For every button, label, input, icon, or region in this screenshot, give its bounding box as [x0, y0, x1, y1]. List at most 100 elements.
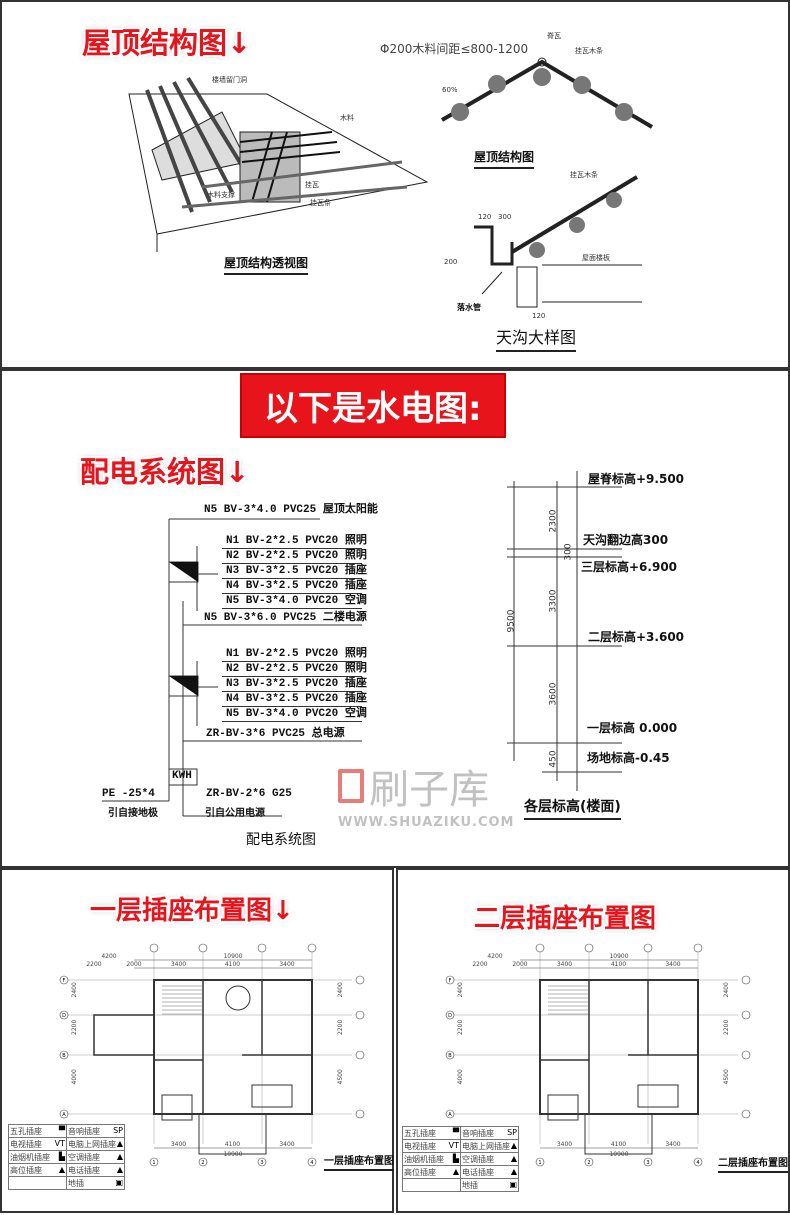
axis-label: 2: [201, 1160, 204, 1166]
axis-bubble: [741, 1050, 751, 1060]
legend-label: 地插: [462, 1180, 478, 1190]
exterior-wall: [153, 979, 313, 1115]
legend-label: 电脑上网插座: [68, 1139, 116, 1149]
axis-label: D: [62, 1013, 66, 1019]
axis-label: B: [448, 1053, 452, 1059]
legend-cell: 空调插座 ▲: [460, 1152, 519, 1166]
circuit-row: N1 BV-2*2.5 PVC20 照明: [222, 647, 367, 662]
sofa: [251, 1084, 293, 1108]
axis-bubble: [741, 975, 751, 985]
dim-label: 3400: [279, 961, 294, 968]
supply-line: ZR-BV-2*6 G25: [206, 788, 292, 800]
dim-300: 300: [563, 543, 574, 561]
axis-bubble: [584, 943, 594, 953]
axis-label: D: [448, 1013, 452, 1019]
dim-label: 2200: [723, 1020, 730, 1035]
legend-label: 高位插座: [10, 1165, 42, 1175]
dim-label: 2000: [126, 961, 141, 968]
axis-bubble: [643, 1157, 653, 1167]
dim-label: 4200: [487, 953, 502, 960]
dim-label: 4100: [611, 1141, 626, 1148]
svg-text:200: 200: [444, 258, 457, 266]
gutter-caption: 天沟大样图: [496, 324, 577, 352]
porch: [584, 1113, 653, 1155]
perspective-caption: 屋顶结构透视图: [224, 254, 309, 275]
legend-label: 五孔插座: [404, 1128, 436, 1138]
legend-label: 高位插座: [404, 1167, 436, 1177]
watermark-text: 刷子库: [369, 767, 490, 813]
legend-label: 电话插座: [68, 1165, 100, 1175]
socket-symbol-icon: VT: [448, 1140, 459, 1150]
legend-cell: 五孔插座▀: [8, 1124, 67, 1138]
svg-text:挂瓦: 挂瓦: [305, 180, 319, 189]
socket-symbol-icon: ▀: [58, 1125, 65, 1135]
level-gutter: 天沟翻边高300: [583, 533, 669, 547]
electrical-panel: 以下是水电图: 配电系统图↓ N5 BV-3*4.0 PVC25 屋顶太阳能 N…: [0, 369, 790, 868]
dining-table: [225, 985, 251, 1011]
axis-bubble: [149, 943, 159, 953]
axis-label: 1: [538, 1160, 541, 1166]
socket-symbol-icon: ▲: [510, 1153, 517, 1163]
dim-label: 2400: [337, 982, 344, 997]
level-second: 二层标高+3.600: [588, 630, 685, 644]
axis-bubble: [445, 1010, 455, 1020]
legend-label: 空调插座: [462, 1154, 494, 1164]
plan1-title: 一层插座布置图↓: [90, 896, 294, 926]
dim-label: 4200: [101, 953, 116, 960]
axis-bubble: [693, 1157, 703, 1167]
axis-bubble: [445, 1050, 455, 1060]
axis-bubble: [584, 1157, 594, 1167]
axis-label: B: [62, 1053, 66, 1059]
banner: 以下是水电图:: [240, 373, 506, 438]
sofa: [637, 1084, 679, 1108]
legend-cell: 地插 ▣: [460, 1178, 519, 1192]
axis-bubble: [445, 1109, 455, 1119]
dim-label: 3400: [665, 1141, 680, 1148]
dim-2300: 2300: [548, 509, 559, 533]
side-wing-wall: [93, 1014, 155, 1056]
socket-symbol-icon: ▣: [509, 1179, 517, 1189]
legend-label: 电视插座: [10, 1139, 42, 1149]
axis-label: F: [449, 978, 452, 984]
legend-cell: 电话插座▲: [460, 1165, 519, 1179]
axis-bubble: [198, 1157, 208, 1167]
kwh-meter: KWH: [172, 770, 192, 782]
porch: [198, 1113, 267, 1155]
legend-cell: 高位插座▲: [402, 1165, 461, 1179]
svg-text:120: 120: [532, 312, 545, 320]
pe-source: 引自接地极: [108, 808, 158, 819]
axis-bubble: [149, 1157, 159, 1167]
lower-circuit-group: N1 BV-2*2.5 PVC20 照明 N2 BV-2*2.5 PVC20 照…: [222, 647, 367, 722]
legend-row: 油烟机插座▙空调插座▲: [8, 1150, 125, 1164]
legend-cell: 地插▣: [66, 1176, 125, 1190]
axis-label: 2: [587, 1160, 590, 1166]
dim-total: 10900: [609, 953, 628, 960]
socket-symbol-icon: ▙: [452, 1153, 459, 1163]
circuit-row: N3 BV-3*2.5 PVC20 插座: [222, 677, 367, 692]
socket-symbol-icon: ▣: [115, 1177, 123, 1187]
dim-label: 3400: [665, 961, 680, 968]
svg-text:挂瓦条: 挂瓦条: [310, 198, 331, 207]
svg-text:挂瓦木条: 挂瓦木条: [575, 46, 603, 55]
axis-bubble: [198, 943, 208, 953]
axis-bubble: [535, 943, 545, 953]
dim-450: 450: [548, 750, 559, 768]
dim-label: 4500: [723, 1069, 730, 1084]
legend-cell: 电脑上网插座▲: [460, 1139, 519, 1153]
axis-bubble: [643, 943, 653, 953]
legend-cell: 油烟机插座▙: [8, 1150, 67, 1164]
axis-label: 1: [152, 1160, 155, 1166]
axis-bubble: [741, 1010, 751, 1020]
axis-bubble: [257, 1157, 267, 1167]
plan2-title: 二层插座布置图: [474, 904, 657, 934]
socket-symbol-icon: ▲: [58, 1164, 65, 1174]
upper-circuit-group: N1 BV-2*2.5 PVC20 照明 N2 BV-2*2.5 PVC20 照…: [222, 534, 367, 609]
watermark-url: WWW.SHUAZIKU.COM: [338, 815, 515, 830]
